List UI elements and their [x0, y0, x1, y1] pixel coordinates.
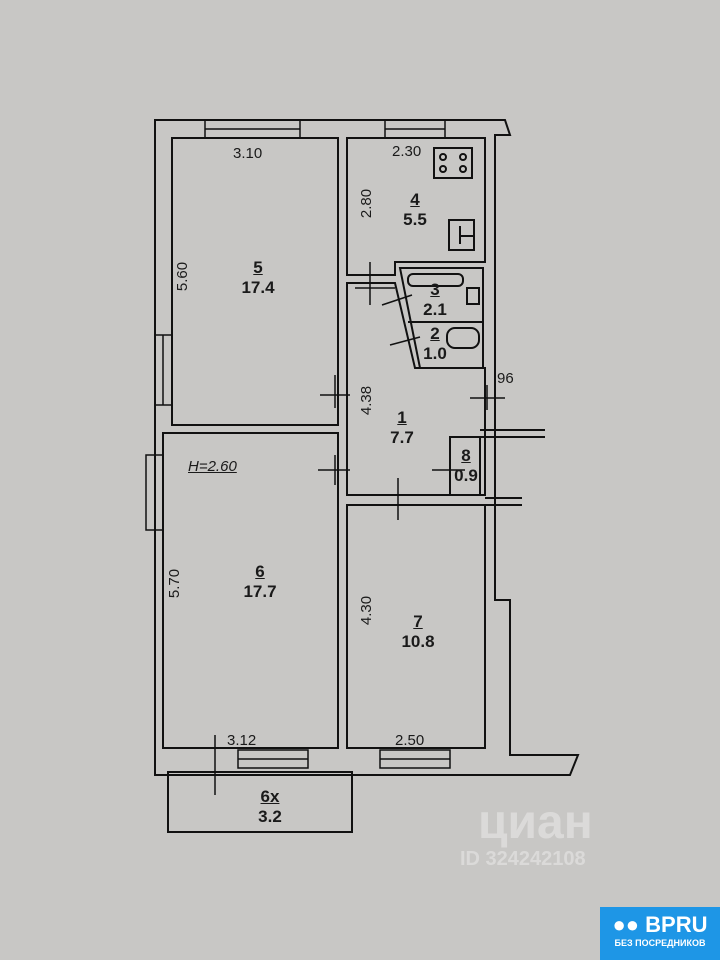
logo-tagline: БЕЗ ПОСРЕДНИКОВ [614, 938, 706, 948]
dim-room6-length: 5.70 [166, 568, 184, 599]
toilet-icon [446, 327, 480, 349]
dim-room5-width: 3.10 [233, 145, 263, 162]
room-6-outline [162, 432, 339, 749]
windows [145, 119, 451, 769]
door-marks [214, 262, 505, 795]
balcony-outline [167, 771, 353, 833]
room-1-outline [346, 282, 486, 496]
room-8-outline [449, 436, 481, 496]
logo-name: ●● BPRU [612, 912, 708, 937]
people-icon: ●● [612, 912, 646, 937]
dim-room7-width: 2.50 [395, 732, 425, 749]
dim-kitchen-width: 2.30 [392, 143, 422, 160]
dim-kitchen-length: 2.80 [358, 188, 376, 219]
outer-wall [154, 119, 580, 776]
dim-room5-length: 5.60 [174, 261, 192, 292]
dim-room7-length: 4.30 [358, 595, 376, 626]
ceiling-height: H=2.60 [188, 458, 237, 475]
bathtub-icon [407, 273, 464, 287]
dim-hall-length: 4.38 [358, 385, 376, 416]
room-7-outline [346, 504, 486, 749]
watermark-brand: циан [478, 796, 593, 849]
room-4-outline [346, 137, 486, 276]
dim-room6-width: 3.12 [227, 732, 257, 749]
washbasin-icon [466, 287, 480, 305]
room-3-outline [398, 267, 484, 369]
stove-icon [433, 147, 473, 179]
dim-door-width: 96 [497, 370, 514, 387]
bpru-logo: ●● BPRU БЕЗ ПОСРЕДНИКОВ [600, 907, 720, 960]
watermark-id: ID 324242108 [460, 848, 586, 870]
